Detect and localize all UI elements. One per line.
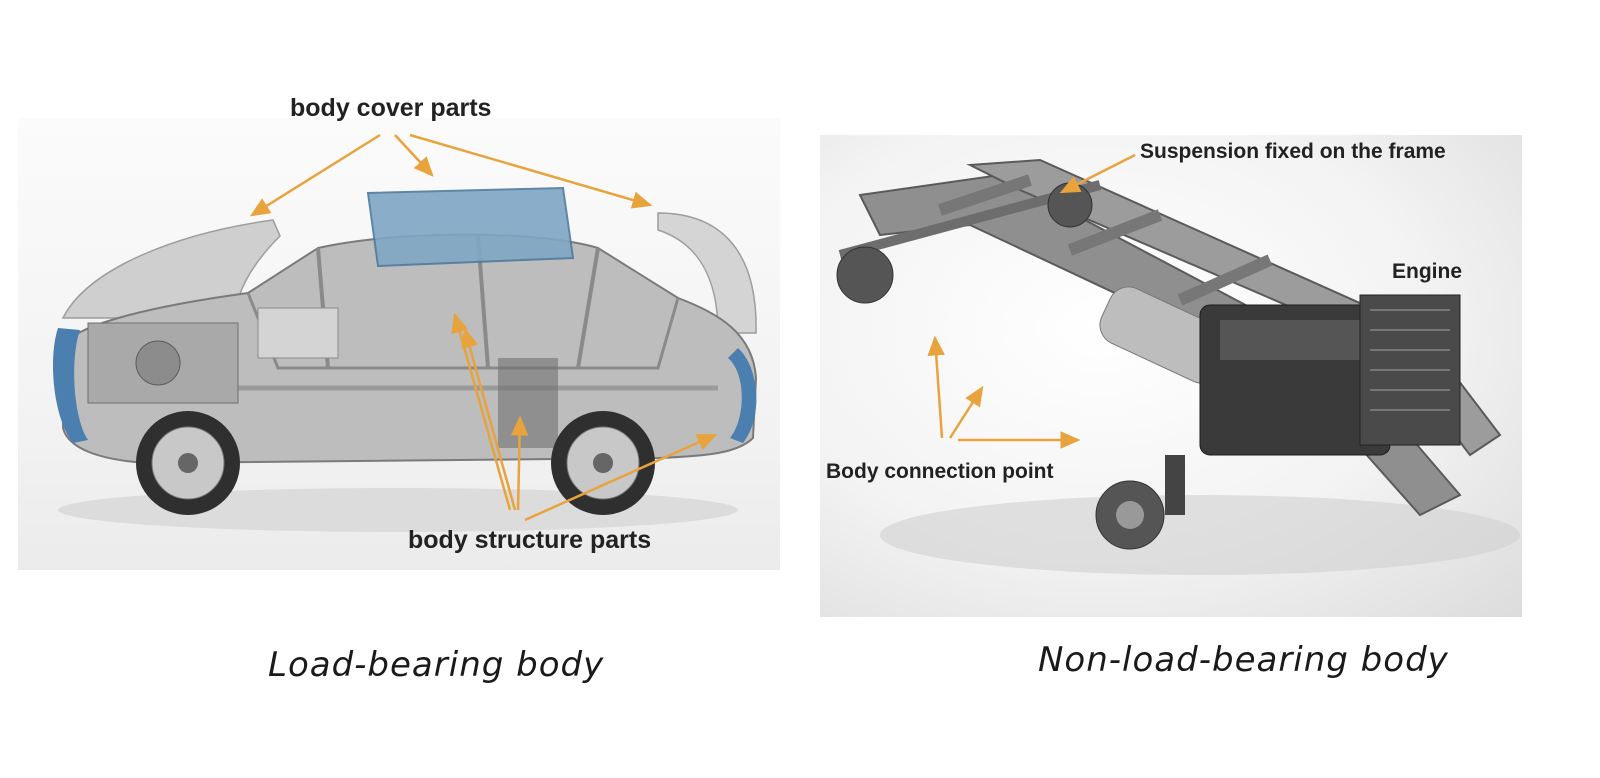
arrow-connection-2 bbox=[948, 385, 984, 439]
non-load-bearing-body-caption: Non-load-bearing body bbox=[1038, 640, 1449, 680]
arrow-structure-sill bbox=[461, 327, 517, 511]
rear-wheel bbox=[551, 411, 655, 515]
body-connection-point-label: Body connection point bbox=[826, 460, 1054, 483]
non-load-bearing-body-illustration bbox=[820, 135, 1522, 617]
car-body-drawing bbox=[53, 186, 758, 532]
load-bearing-body-caption: Load-bearing body bbox=[268, 645, 605, 685]
front-hub-left-center bbox=[1116, 501, 1144, 529]
door-frame-front bbox=[257, 307, 339, 359]
front-shock bbox=[1165, 455, 1185, 515]
arrow-structure-pillar bbox=[451, 312, 512, 511]
engine-block bbox=[1199, 294, 1461, 456]
arrow-connection-1 bbox=[927, 335, 945, 439]
body-structure-parts-label: body structure parts bbox=[408, 526, 652, 554]
cross-member-2 bbox=[1067, 209, 1163, 256]
front-wheel bbox=[136, 411, 240, 515]
chassis-drawing bbox=[836, 158, 1520, 575]
arrow-structure-door bbox=[510, 415, 529, 511]
suspension-label: Suspension fixed on the frame bbox=[1140, 140, 1446, 163]
front-bumper bbox=[53, 328, 88, 443]
arrow-cover-hood bbox=[249, 133, 381, 217]
rear-bumper bbox=[728, 348, 757, 443]
rear-hub-left bbox=[836, 246, 894, 304]
load-bearing-body-illustration bbox=[18, 118, 780, 570]
body-cover-parts-label: body cover parts bbox=[290, 94, 492, 122]
roof-panel bbox=[366, 186, 575, 268]
engine-component bbox=[135, 340, 181, 386]
arrow-structure-rear bbox=[524, 433, 718, 522]
cross-member-3 bbox=[1177, 254, 1273, 306]
chassis-shadow bbox=[880, 495, 1520, 575]
cross-member-1 bbox=[938, 174, 1032, 216]
hood-cover bbox=[61, 219, 281, 319]
engine-label: Engine bbox=[1392, 260, 1463, 283]
trunk-cover bbox=[657, 212, 757, 334]
arrow-cover-roof bbox=[394, 134, 434, 177]
arrow-cover-trunk bbox=[409, 133, 653, 209]
arrow-suspension bbox=[1059, 153, 1136, 194]
